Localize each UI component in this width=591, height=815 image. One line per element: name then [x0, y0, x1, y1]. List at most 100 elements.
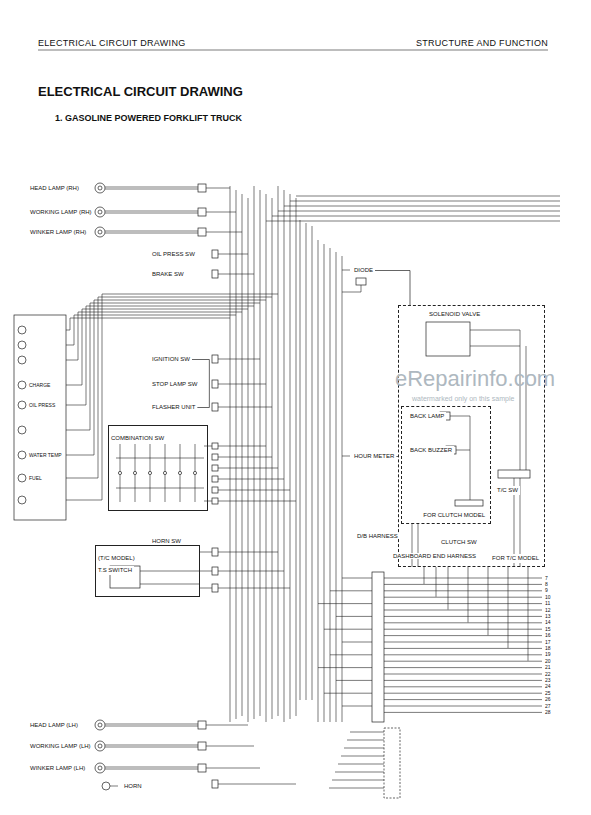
wire — [218, 784, 296, 785]
wire — [418, 523, 419, 567]
component-label: WINKER LAMP (RH) — [28, 228, 88, 237]
wire — [218, 468, 278, 469]
wire — [336, 680, 372, 681]
wire-number: 15 — [544, 627, 552, 632]
connector-symbol — [212, 250, 218, 258]
wire — [312, 226, 313, 700]
wire — [384, 603, 542, 604]
wire — [284, 190, 285, 722]
connector-symbol — [198, 742, 206, 750]
wire — [86, 306, 254, 307]
wire-number: 9 — [544, 588, 549, 593]
component-name: BACK LAMP — [410, 413, 444, 420]
wire — [78, 312, 242, 313]
wire — [332, 780, 384, 781]
wire — [105, 233, 198, 234]
connector-symbol — [212, 584, 218, 592]
wire — [70, 318, 71, 330]
wire — [342, 292, 361, 293]
connector-symbol — [212, 270, 218, 278]
wire — [338, 764, 384, 765]
connector-symbol — [498, 470, 530, 478]
lamp-symbol — [95, 227, 105, 237]
wire — [272, 198, 273, 719]
connector-symbol — [198, 228, 206, 236]
wire — [140, 571, 200, 572]
wire-number: 7 — [544, 576, 549, 581]
component-label: SOLENOID VALVE — [427, 310, 482, 319]
component-name: HOUR METER — [354, 453, 394, 460]
wire — [110, 786, 118, 787]
wire — [384, 648, 542, 649]
component-label: BACK LAMP — [408, 412, 446, 421]
wire — [116, 458, 204, 459]
wire — [450, 416, 470, 417]
lamp-symbol — [95, 207, 105, 217]
wire — [242, 194, 243, 716]
wire — [66, 330, 70, 331]
wire-connector — [375, 271, 410, 306]
wire — [266, 194, 267, 722]
page-heading: ELECTRICAL CIRCUIT DRAWING — [38, 38, 185, 48]
lamp-symbol — [18, 341, 26, 349]
connector-symbol — [198, 721, 206, 729]
wire — [218, 552, 278, 553]
component-name: IGNITION SW — [152, 356, 190, 363]
wire — [384, 629, 542, 630]
wire — [470, 416, 471, 500]
lamp-symbol — [102, 782, 110, 790]
wire — [102, 294, 103, 500]
component-label: IGNITION SW — [150, 355, 192, 364]
wire — [384, 590, 542, 591]
component-label: CLUTCH SW — [439, 538, 479, 547]
wire — [424, 567, 425, 584]
wire — [38, 50, 548, 51]
wire — [204, 501, 212, 502]
wire — [94, 300, 266, 301]
wire — [254, 186, 255, 719]
diagram-title: ELECTRICAL CIRCUIT DRAWING — [38, 84, 243, 99]
wire-number: 12 — [544, 608, 552, 613]
lamp-symbol — [133, 471, 136, 474]
connector-symbol — [426, 322, 470, 356]
wire — [66, 345, 74, 346]
wire — [361, 285, 362, 292]
wire — [98, 297, 272, 298]
wire — [384, 654, 542, 655]
lamp-symbol — [95, 741, 105, 751]
lamp-symbol — [18, 401, 26, 409]
wire — [488, 567, 489, 635]
component-name: FLASHER UNIT — [152, 404, 195, 411]
wire — [436, 567, 437, 597]
wire — [330, 248, 331, 722]
lamp-symbol — [118, 471, 121, 474]
wire — [318, 240, 319, 722]
wire-number: 14 — [544, 620, 552, 625]
component-name: WORKING LAMP (LH) — [30, 743, 91, 750]
wire — [218, 457, 272, 458]
wire-number: 11 — [544, 601, 551, 606]
component-name: HORN — [124, 783, 142, 790]
wire — [206, 746, 254, 747]
wire — [342, 578, 372, 579]
wire — [82, 309, 248, 310]
wire — [384, 667, 542, 668]
wire — [78, 312, 79, 360]
wire — [278, 211, 296, 212]
wire — [384, 680, 542, 681]
component-label: T/C SW — [495, 486, 520, 495]
connector-symbol — [212, 443, 218, 449]
wire-number: 16 — [544, 633, 552, 638]
region-box: FOR CLUTCH MODELBACK LAMPBACK BUZZER — [401, 406, 491, 524]
lamp-symbol — [18, 474, 26, 482]
wire — [74, 315, 75, 345]
wire — [520, 330, 521, 470]
wire — [66, 430, 90, 431]
component-name: WORKING LAMP (RH) — [30, 209, 92, 216]
lamp-symbol — [95, 183, 105, 193]
wire — [300, 220, 301, 700]
component-label: HEAD LAMP (RH) — [28, 184, 81, 193]
wire — [200, 552, 212, 553]
wire — [329, 788, 384, 789]
watermark: eRepairinfo.com — [395, 366, 555, 392]
